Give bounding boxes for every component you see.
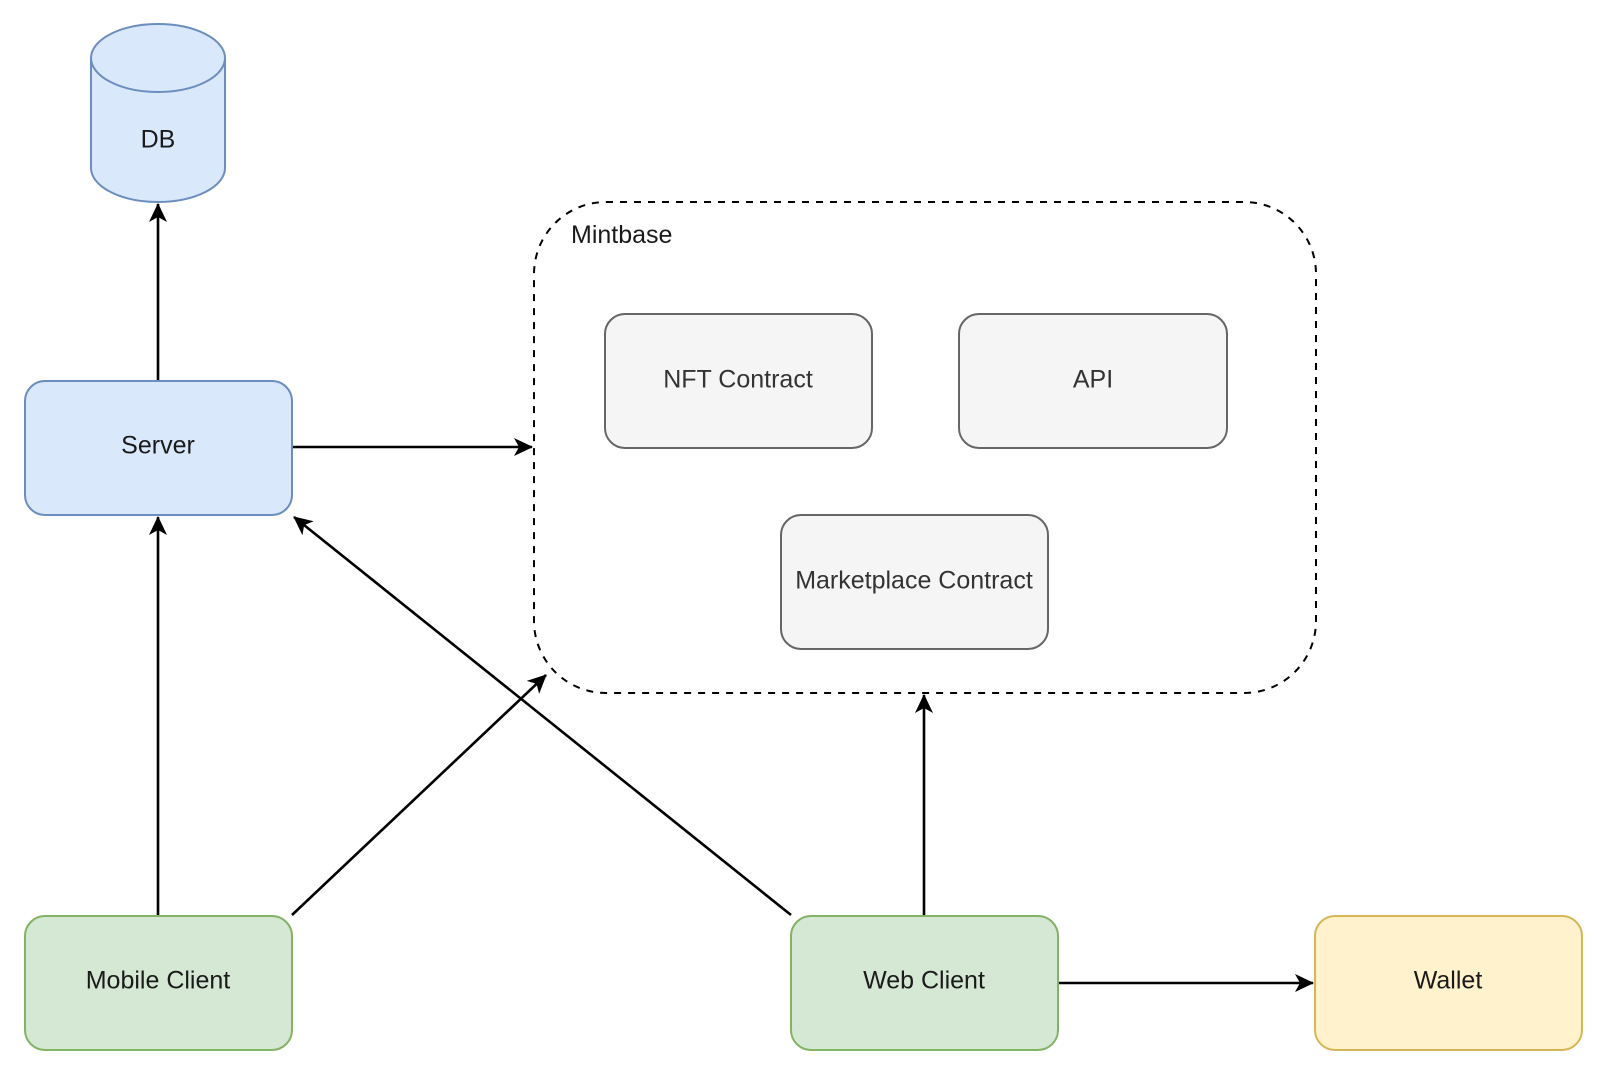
server-box — [24, 380, 293, 516]
web-client-box — [790, 915, 1059, 1051]
api-node[interactable]: API — [958, 313, 1228, 449]
db-cylinder-body — [90, 58, 226, 203]
edge-mobile-to-mintbase[interactable] — [291, 674, 547, 916]
mobile-client-node[interactable]: Mobile Client — [24, 915, 293, 1051]
web-client-label: Web Client — [863, 967, 985, 995]
edge-web-to-server[interactable] — [293, 515, 792, 917]
db-cylinder-top — [90, 23, 226, 93]
nft-contract-node[interactable]: NFT Contract — [604, 313, 873, 449]
web-client-node[interactable]: Web Client — [790, 915, 1059, 1051]
marketplace-contract-node[interactable]: Marketplace Contract — [780, 514, 1049, 650]
edges — [149, 203, 1314, 992]
wallet-node[interactable]: Wallet — [1314, 915, 1583, 1051]
db-label: DB — [141, 126, 176, 154]
server-node[interactable]: Server — [24, 380, 293, 516]
mobile-client-box — [24, 915, 293, 1051]
api-box — [958, 313, 1228, 449]
mintbase-group-label: Mintbase — [571, 221, 672, 249]
db-node[interactable]: DB — [90, 23, 226, 203]
marketplace-contract-box — [780, 514, 1049, 650]
wallet-label: Wallet — [1414, 967, 1483, 995]
api-label: API — [1073, 366, 1113, 394]
nft-contract-box — [604, 313, 873, 449]
marketplace-contract-label: Marketplace Contract — [795, 567, 1033, 595]
mobile-client-label: Mobile Client — [86, 967, 231, 995]
wallet-box — [1314, 915, 1583, 1051]
server-label: Server — [121, 432, 195, 460]
nft-contract-label: NFT Contract — [663, 366, 813, 394]
